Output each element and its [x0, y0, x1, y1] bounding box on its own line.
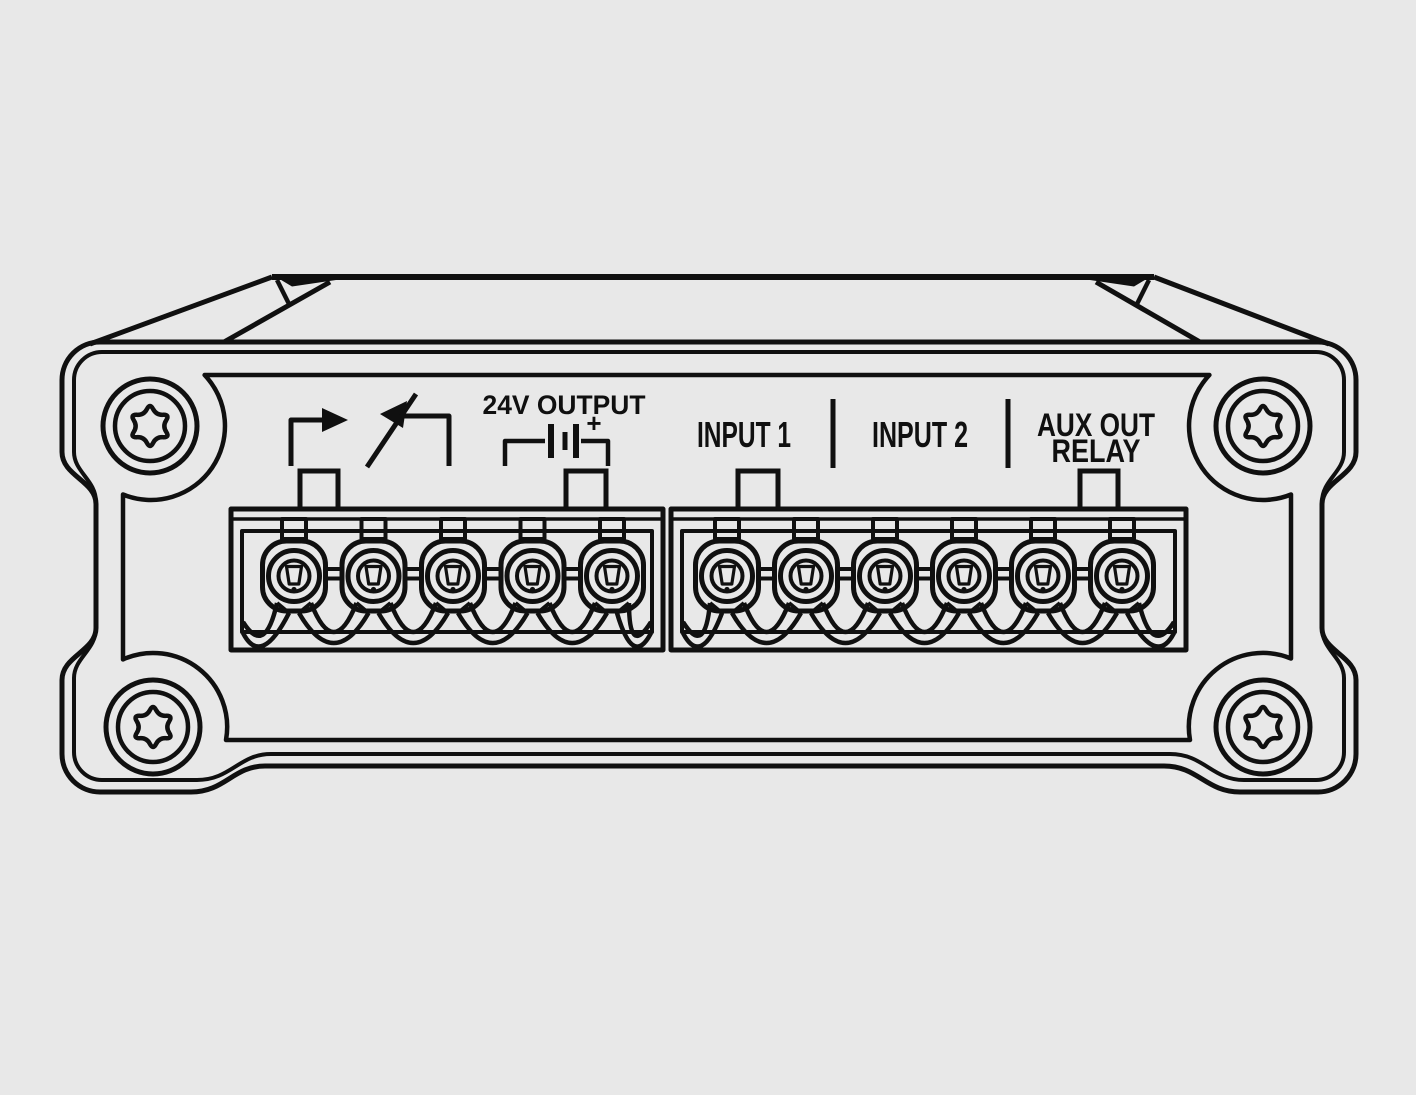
screw-slot-icon	[1112, 564, 1132, 586]
screw-terminal	[1088, 517, 1156, 614]
relay-output-arrow-icon	[288, 408, 348, 466]
screw-slot-dot	[1040, 586, 1046, 593]
latch-tab	[563, 468, 609, 512]
chassis-outer-contour	[59, 339, 1359, 795]
screw-slot-icon	[717, 564, 737, 586]
screw-terminal	[772, 517, 840, 614]
connector-latch-tabs	[297, 468, 1121, 512]
screw-terminal	[419, 517, 487, 614]
lid-fold-right	[1090, 274, 1154, 287]
screw-terminal	[693, 517, 761, 614]
left-terminal-block	[228, 506, 666, 653]
label-aux-relay: RELAY	[1052, 433, 1141, 469]
screw-slot-icon	[875, 564, 895, 586]
screw-slot-dot	[291, 586, 297, 593]
battery-plus-sign: +	[586, 408, 601, 438]
label-aux-out: AUX OUT	[1037, 407, 1155, 443]
panel-symbols: +	[288, 392, 1011, 469]
torx-screw-icon	[1213, 677, 1313, 777]
screw-slot-dot	[450, 586, 456, 593]
latch-tab	[297, 468, 341, 512]
screw-slot-dot	[803, 586, 809, 593]
label-input2: INPUT 2	[872, 414, 968, 455]
screw-terminal	[339, 517, 408, 614]
screw-slot-dot	[1119, 586, 1125, 593]
lid-fold-left	[272, 274, 336, 287]
chassis-lip-contour	[72, 350, 1346, 782]
screw-slot-icon	[602, 564, 622, 586]
screw-slot-icon	[284, 564, 304, 586]
screw-slot-icon	[1033, 564, 1053, 586]
screw-slot-icon	[364, 564, 383, 586]
screw-slot-dot	[724, 586, 730, 593]
device-lid	[89, 274, 1330, 347]
screw-slot-icon	[443, 564, 463, 586]
faceplate-outline	[120, 372, 1294, 743]
screw-slot-dot	[882, 586, 888, 593]
torx-screw-icon	[100, 376, 200, 476]
torx-screw-icon	[1213, 376, 1313, 476]
switch-input-arrow-icon	[364, 392, 452, 469]
torx-screw-icon	[103, 677, 203, 777]
chassis-outline	[59, 339, 1359, 795]
screw-slot-dot	[529, 586, 536, 593]
screw-terminal	[1009, 517, 1077, 614]
screw-slot-icon	[796, 564, 816, 586]
screw-terminal	[498, 517, 567, 614]
label-input1: INPUT 1	[697, 414, 791, 455]
screw-slot-dot	[370, 586, 377, 593]
screw-terminal	[851, 517, 919, 614]
latch-tab	[1077, 468, 1121, 512]
screw-terminal	[930, 517, 998, 614]
screw-slot-dot	[961, 586, 967, 593]
right-terminal-block	[668, 506, 1189, 653]
screw-slot-icon	[954, 564, 974, 586]
screw-terminal	[260, 517, 328, 614]
panel-labels: 24V OUTPUT INPUT 1 INPUT 2 AUX OUT RELAY	[483, 390, 1156, 469]
battery-icon: +	[502, 408, 611, 466]
screw-slot-dot	[609, 586, 615, 593]
screw-slot-icon	[523, 564, 542, 586]
label-24v-output: 24V OUTPUT	[483, 390, 646, 420]
screw-terminal	[578, 517, 646, 614]
latch-tab	[735, 468, 781, 512]
